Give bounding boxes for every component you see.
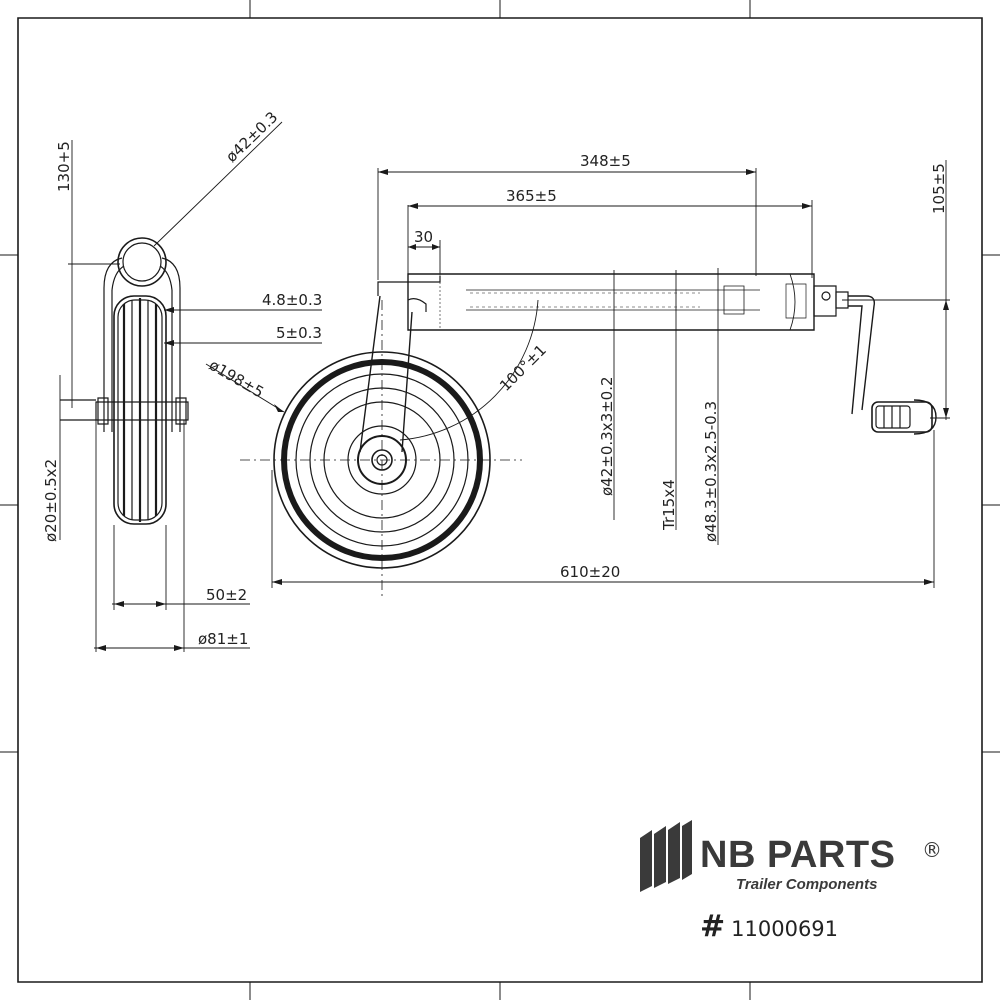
dim-thread: Tr15x4 bbox=[660, 479, 678, 531]
nb-parts-stripes-icon bbox=[640, 820, 692, 892]
dim-348: 348±5 bbox=[580, 152, 631, 170]
dim-130: 130+5 bbox=[55, 141, 73, 192]
front-view bbox=[240, 274, 936, 600]
dim-5: 5±0.3 bbox=[276, 324, 322, 342]
side-view bbox=[60, 238, 188, 524]
dim-105: 105±5 bbox=[930, 163, 948, 214]
dim-4-8: 4.8±0.3 bbox=[262, 291, 322, 309]
dim-angle: 100°±1 bbox=[496, 341, 550, 395]
dim-81: ø81±1 bbox=[198, 630, 248, 648]
dim-axle-diameter: ø20±0.5x2 bbox=[42, 459, 60, 542]
dim-tube-diameter: ø42±0.3 bbox=[222, 108, 281, 166]
side-view-dimension-lines bbox=[60, 122, 322, 652]
brand-name: NB PARTS bbox=[700, 834, 896, 876]
dim-30: 30 bbox=[414, 228, 433, 246]
dim-365: 365±5 bbox=[506, 187, 557, 205]
dim-outer-tube: ø48.3±0.3x2.5-0.3 bbox=[702, 401, 720, 542]
part-number-value: 11000691 bbox=[731, 917, 839, 941]
part-number: #11000691 bbox=[700, 912, 838, 942]
dim-inner-tube: ø42±0.3x3±0.2 bbox=[598, 376, 616, 496]
dim-wheel-diameter: ø198±5 bbox=[206, 356, 267, 402]
brand-tagline: Trailer Components bbox=[736, 876, 878, 893]
dim-50: 50±2 bbox=[206, 586, 247, 604]
dim-610: 610±20 bbox=[560, 563, 620, 581]
part-number-hash: # bbox=[700, 909, 726, 944]
arrowheads bbox=[96, 169, 949, 651]
registered-mark: ® bbox=[922, 838, 942, 862]
